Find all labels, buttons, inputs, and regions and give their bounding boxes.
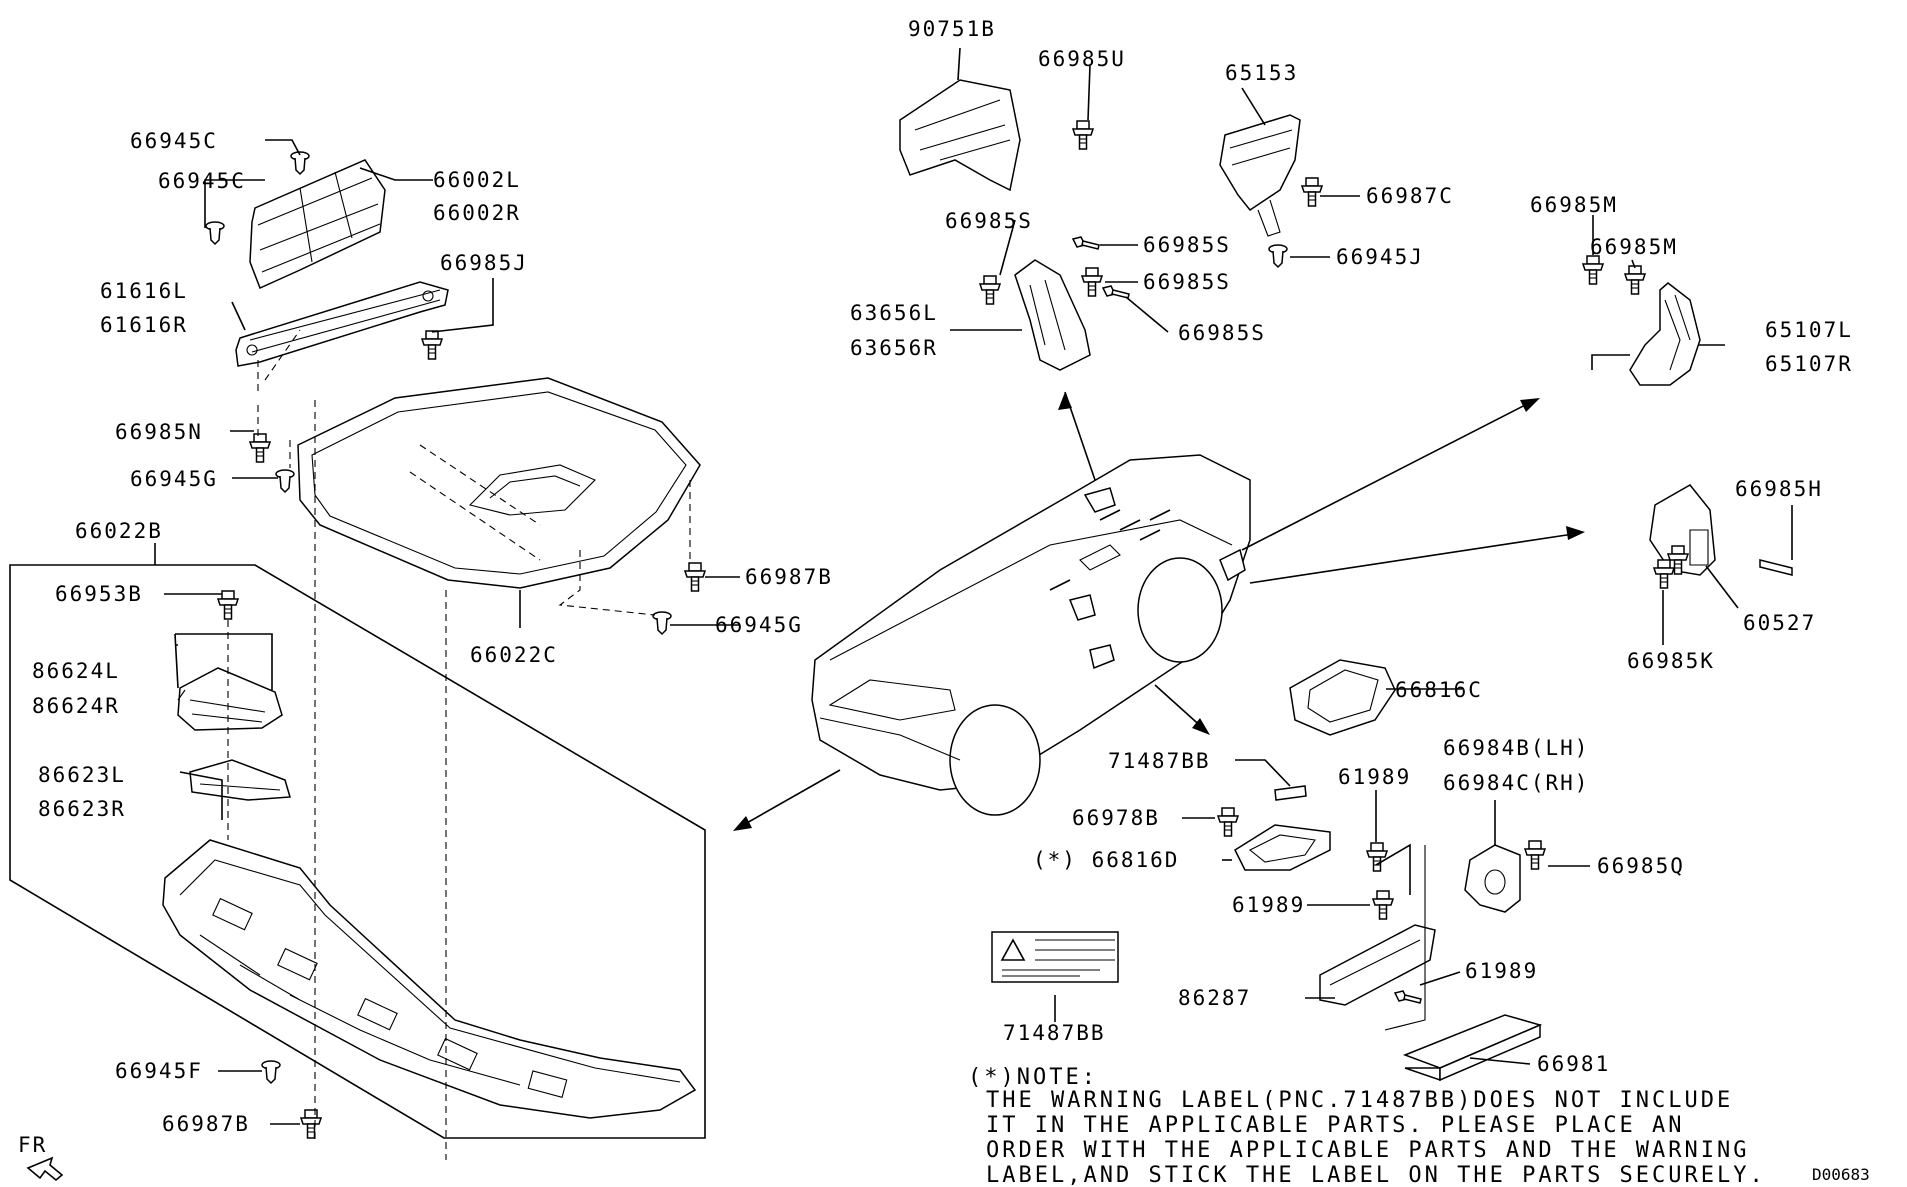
label-86623L: 86623L (38, 763, 126, 787)
label-66985S-c: 66985S (1143, 270, 1231, 294)
label-66985U: 66985U (1038, 47, 1126, 71)
part-86623 (189, 759, 291, 801)
label-66945J: 66945J (1336, 245, 1424, 269)
part-86287 (1319, 924, 1436, 1006)
label-86287: 86287 (1178, 986, 1251, 1010)
label-65107R: 65107R (1765, 352, 1853, 376)
assembly-outline-66022B (9, 564, 706, 1139)
leader-lines (154, 47, 1793, 1125)
label-66953B: 66953B (55, 582, 143, 606)
label-66985S-a: 66985S (945, 209, 1033, 233)
front-label: FR (18, 1133, 47, 1157)
label-61616L: 61616L (100, 279, 188, 303)
label-66002R: 66002R (433, 201, 521, 225)
label-66985H: 66985H (1735, 477, 1823, 501)
label-66987B-b: 66987B (162, 1112, 250, 1136)
front-arrow-icon (26, 1156, 64, 1182)
label-66985M-a: 66985M (1530, 193, 1618, 217)
note-line-1: THE WARNING LABEL(PNC.71487BB)DOES NOT I… (986, 1088, 1733, 1113)
note-line-3: ORDER WITH THE APPLICABLE PARTS AND THE … (986, 1138, 1750, 1163)
part-90751B (899, 79, 1021, 192)
label-66985S-d: 66985S (1178, 321, 1266, 345)
warning-label-71487BB-small (1274, 785, 1307, 801)
label-66816C: 66816C (1395, 678, 1483, 702)
part-86624 (177, 667, 283, 731)
label-66984B: 66984B(LH) (1443, 736, 1589, 760)
label-66985S-b: 66985S (1143, 233, 1231, 257)
label-65107L: 65107L (1765, 318, 1853, 342)
label-66978B: 66978B (1072, 806, 1160, 830)
label-66816D: (*) 66816D (1033, 848, 1179, 872)
label-90751B: 90751B (908, 17, 996, 41)
label-66987B-a: 66987B (745, 565, 833, 589)
label-65153: 65153 (1225, 61, 1298, 85)
label-66984C: 66984C(RH) (1443, 771, 1589, 795)
label-63656L: 63656L (850, 301, 938, 325)
label-63656R: 63656R (850, 336, 938, 360)
vehicle-body-outline (811, 454, 1251, 816)
warning-label-71487BB (991, 931, 1119, 983)
label-71487BB-a: 71487BB (1108, 749, 1211, 773)
label-86623R: 86623R (38, 797, 126, 821)
label-66945C-a: 66945C (130, 129, 218, 153)
part-66981 (1402, 1014, 1543, 1082)
label-61989-b: 61989 (1232, 893, 1305, 917)
label-60527: 60527 (1743, 611, 1816, 635)
diagram-code: D00683 (1812, 1165, 1870, 1184)
label-61989-c: 61989 (1465, 959, 1538, 983)
part-66984 (1464, 844, 1521, 913)
label-66981: 66981 (1537, 1052, 1610, 1076)
label-66985K: 66985K (1627, 649, 1715, 673)
part-66002 (249, 159, 386, 290)
note-block: (*)NOTE: THE WARNING LABEL(PNC.71487BB)D… (968, 1065, 1766, 1187)
note-line-4: LABEL,AND STICK THE LABEL ON THE PARTS S… (986, 1163, 1766, 1187)
part-66816C (1289, 659, 1396, 736)
front-direction-marker: FR (18, 1133, 64, 1182)
label-86624L: 86624L (32, 659, 120, 683)
label-66985M-b: 66985M (1590, 235, 1678, 259)
label-66022C: 66022C (470, 643, 558, 667)
label-66945G-a: 66945G (130, 467, 218, 491)
label-66985N: 66985N (115, 420, 203, 444)
part-66022C (297, 377, 701, 589)
label-86624R: 86624R (32, 694, 120, 718)
labels: 66945C 66945C 66002L 66002R 61616L 61616… (32, 17, 1853, 1136)
label-66002L: 66002L (433, 168, 521, 192)
label-71487BB-b: 71487BB (1003, 1021, 1106, 1045)
label-66985J: 66985J (440, 251, 528, 275)
label-66985Q: 66985Q (1597, 854, 1685, 878)
label-61616R: 61616R (100, 313, 188, 337)
part-65107 (1629, 282, 1701, 386)
label-61989-a: 61989 (1338, 765, 1411, 789)
part-63656 (1014, 259, 1091, 371)
label-66945F: 66945F (115, 1059, 203, 1083)
label-66945C-b: 66945C (158, 169, 246, 193)
note-line-2: IT IN THE APPLICABLE PARTS. PLEASE PLACE… (986, 1113, 1685, 1138)
label-66022B: 66022B (75, 519, 163, 543)
label-66945G-b: 66945G (715, 613, 803, 637)
part-65153 (1219, 114, 1301, 237)
part-66022B-cover (162, 839, 697, 1119)
arrows (733, 391, 1585, 831)
part-66816D (1234, 824, 1331, 871)
label-66987C: 66987C (1366, 184, 1454, 208)
note-heading: (*)NOTE: (968, 1065, 1098, 1090)
part-61616 (235, 281, 449, 367)
engine-undercover-group (9, 151, 706, 1160)
